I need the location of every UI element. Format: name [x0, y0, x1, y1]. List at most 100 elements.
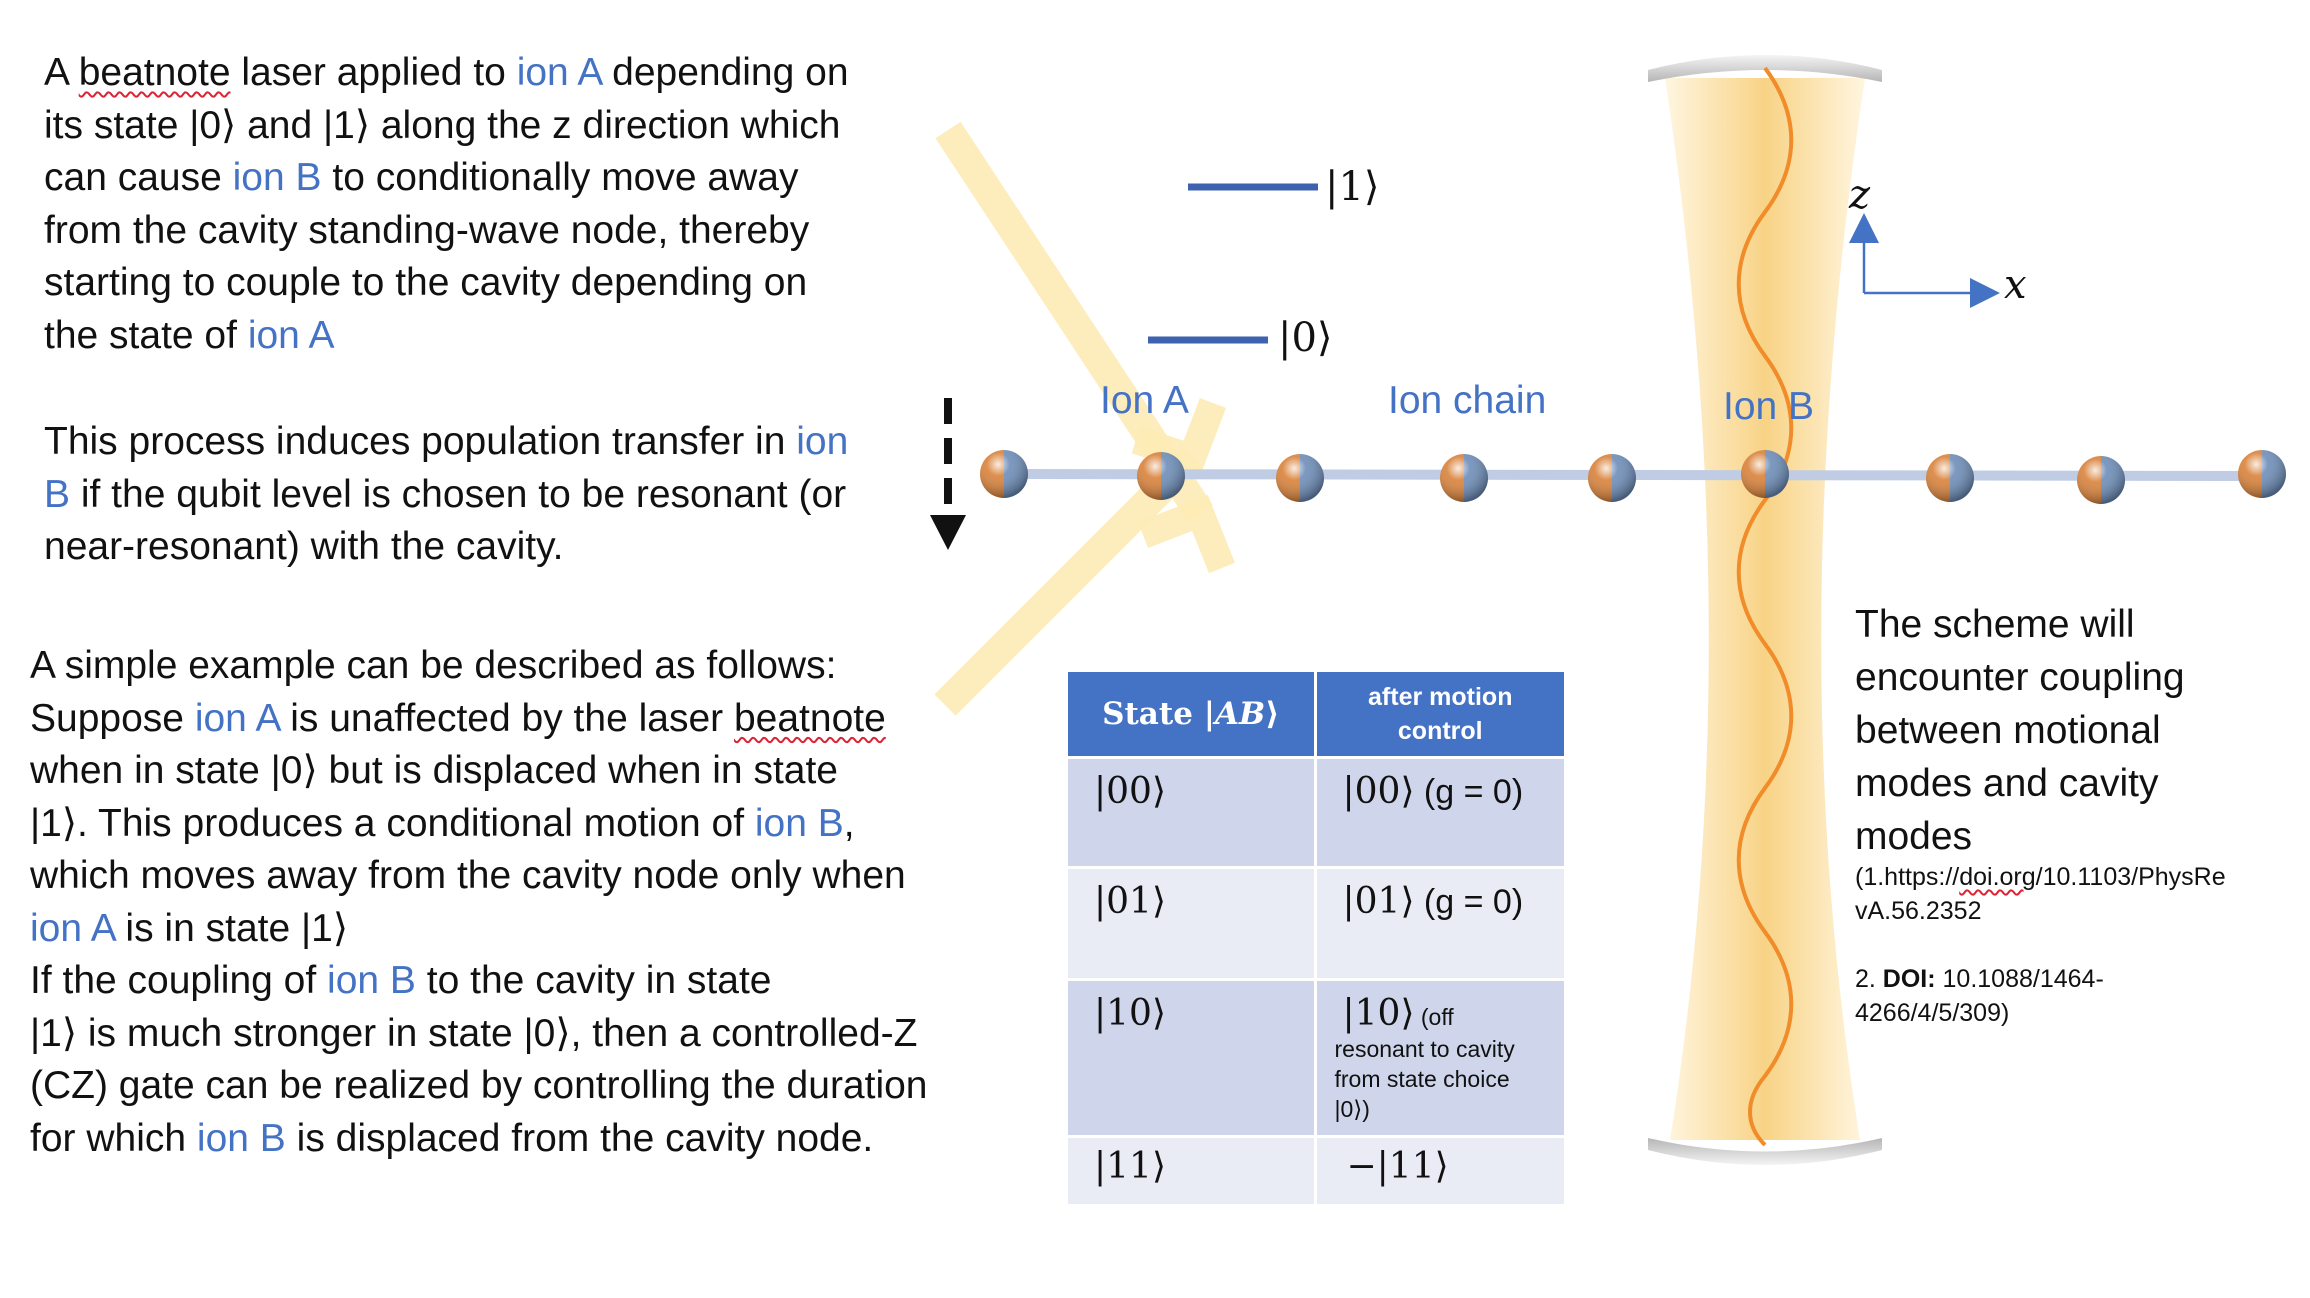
laser-beams — [934, 121, 1235, 716]
text-span: is displaced from the cavity node. — [285, 1116, 874, 1160]
result-cell: −|11⟩ — [1315, 1135, 1564, 1204]
text-span: depending on — [601, 51, 849, 94]
ion — [1137, 452, 1185, 500]
ion — [1440, 454, 1488, 502]
ion — [2077, 456, 2125, 504]
text-span: the state of — [44, 313, 248, 357]
ion-chain-label: Ion chain — [1388, 379, 1547, 422]
ion-reference: ion — [796, 420, 849, 463]
text-line: its state |0⟩ and |1⟩ along the z direct… — [44, 100, 849, 153]
text-span: , — [843, 801, 855, 845]
ion-reference: ion A — [247, 313, 335, 357]
text-line: can cause ion B to conditionally move aw… — [44, 152, 849, 205]
scheme-note: The scheme will encounter coupling betwe… — [1855, 603, 2185, 858]
ion — [1588, 454, 1636, 502]
table-row: |00⟩ |00⟩ (g = 0) — [1068, 756, 1564, 868]
text-span: laser applied to — [230, 51, 517, 94]
text-line: near-resonant) with the cavity. — [44, 521, 848, 574]
ion-reference: ion B — [232, 156, 322, 199]
text-span: |1⟩. This produces a conditional motion … — [30, 801, 755, 845]
bottom-mirror — [1648, 1138, 1882, 1165]
standing-wave — [1736, 66, 1794, 1147]
ion — [1276, 454, 1324, 502]
text-line: starting to couple to the cavity dependi… — [44, 257, 849, 310]
text-span: from the cavity standing-wave node, ther… — [44, 208, 810, 252]
text-line: Suppose ion A is unaffected by the laser… — [30, 693, 928, 746]
x-axis-label: x — [2004, 262, 2027, 308]
text-line: ion A is in state |1⟩ — [30, 903, 928, 956]
result-cell: |00⟩ (g = 0) — [1315, 756, 1564, 868]
ion-reference: ion A — [30, 906, 115, 950]
text-span: |1⟩ is much stronger in state |0⟩, then … — [30, 1011, 918, 1055]
text-span: for which — [30, 1116, 197, 1160]
ion — [1741, 450, 1789, 498]
ion — [1926, 454, 1974, 502]
ion-reference: ion B — [327, 959, 416, 1002]
text-line: from the cavity standing-wave node, ther… — [44, 205, 849, 258]
text-line: |1⟩. This produces a conditional motion … — [30, 798, 928, 851]
text-block-example: A simple example can be described as fol… — [30, 640, 928, 1165]
text-span: This process induces population transfer… — [44, 420, 797, 463]
ions — [980, 450, 2286, 504]
ion-reference: B — [44, 472, 71, 516]
ion-reference: ion B — [754, 801, 844, 845]
text-span: near-resonant) with the cavity. — [44, 525, 564, 568]
table-row: |01⟩ |01⟩ (g = 0) — [1068, 866, 1564, 980]
text-span: which moves away from the cavity node on… — [30, 854, 906, 897]
result-cell: |01⟩ (g = 0) — [1315, 866, 1564, 980]
text-line: which moves away from the cavity node on… — [30, 850, 928, 903]
text-span: to conditionally move away — [321, 156, 799, 199]
state-cell: |11⟩ — [1068, 1135, 1317, 1204]
level-1-label: |1⟩ — [1325, 164, 1380, 210]
text-span: if the qubit level is chosen to be reson… — [70, 472, 847, 516]
state-cell: |00⟩ — [1068, 756, 1317, 868]
text-span: A simple example can be described as fol… — [30, 644, 837, 687]
text-span: can cause — [44, 156, 233, 199]
state-cell: |01⟩ — [1068, 866, 1317, 980]
reference-1-line-2: vA.56.2352 — [1855, 897, 1982, 925]
ion — [980, 450, 1028, 498]
text-span: (CZ) gate can be realized by controlling… — [30, 1064, 928, 1107]
text-span: its state |0⟩ and |1⟩ along the z direct… — [44, 103, 841, 147]
text-line: If the coupling of ion B to the cavity i… — [30, 955, 928, 1008]
z-axis-label: z — [1849, 172, 1871, 218]
text-line: for which ion B is displaced from the ca… — [30, 1113, 928, 1166]
table-row: |11⟩ −|11⟩ — [1068, 1135, 1564, 1204]
text-span: starting to couple to the cavity dependi… — [44, 261, 808, 304]
text-line: B if the qubit level is chosen to be res… — [44, 469, 848, 522]
text-span: Suppose — [30, 696, 195, 740]
result-cell: |10⟩ (off resonant to cavity from state … — [1315, 978, 1564, 1137]
text-span: is in state |1⟩ — [114, 906, 349, 950]
coordinate-axes — [1849, 213, 2000, 308]
header-state: State |AB⟩ — [1068, 672, 1317, 758]
text-line: A simple example can be described as fol… — [30, 640, 928, 693]
ion-a-label: Ion A — [1100, 379, 1189, 422]
optical-cavity — [1648, 55, 1882, 1165]
text-line: (CZ) gate can be realized by controlling… — [30, 1060, 928, 1113]
text-span: is unaffected by the laser — [279, 696, 734, 740]
ion-b-label: Ion B — [1723, 385, 1815, 428]
text-line: when in state |0⟩ but is displaced when … — [30, 745, 928, 798]
ion-reference: ion A — [516, 51, 602, 94]
text-line: |1⟩ is much stronger in state |0⟩, then … — [30, 1008, 928, 1061]
text-span: If the coupling of — [30, 959, 328, 1002]
text-line: This process induces population transfer… — [44, 416, 848, 469]
table-row: |10⟩ |10⟩ (off resonant to cavity from s… — [1068, 978, 1564, 1137]
text-block-intro: A beatnote laser applied to ion A depend… — [44, 47, 849, 362]
state-cell: |10⟩ — [1068, 978, 1317, 1137]
ion-reference: ion A — [194, 696, 280, 740]
reference-2-line-2: 4266/4/5/309) — [1855, 999, 2010, 1027]
ion-reference: ion B — [196, 1116, 286, 1160]
reference-1-line-1: (1.https://doi.org/10.1103/PhysRe — [1855, 863, 2226, 891]
text-span: to the cavity in state — [415, 959, 772, 1002]
reference-2-line-1: 2. DOI: 10.1088/1464- — [1855, 965, 2104, 993]
text-span: beatnote — [78, 51, 231, 94]
ion — [2238, 450, 2286, 498]
level-0-label: |0⟩ — [1278, 315, 1333, 361]
text-span: A — [44, 51, 79, 94]
text-block-population-transfer: This process induces population transfer… — [44, 416, 848, 574]
text-span: beatnote — [733, 696, 886, 740]
